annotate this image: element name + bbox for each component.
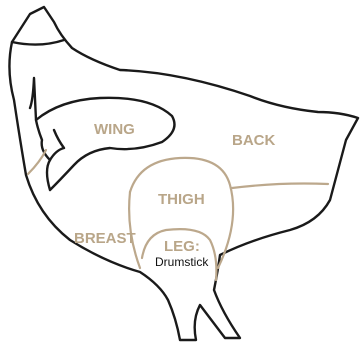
back-label: BACK <box>232 132 275 149</box>
wing-feather-outline <box>50 130 64 160</box>
breast-cut-line <box>28 150 46 174</box>
drumstick-label: Drumstick <box>155 255 209 269</box>
wing-tip-outline <box>30 78 36 120</box>
breast-label: BREAST <box>74 230 136 247</box>
leg-label: LEG: <box>164 238 200 255</box>
back-cut-line <box>232 184 328 189</box>
wing-outline <box>36 98 174 190</box>
wing-label: WING <box>94 121 135 138</box>
thigh-label: THIGH <box>158 191 205 208</box>
neck-outline <box>12 40 64 45</box>
chicken-body-outline <box>9 7 358 340</box>
